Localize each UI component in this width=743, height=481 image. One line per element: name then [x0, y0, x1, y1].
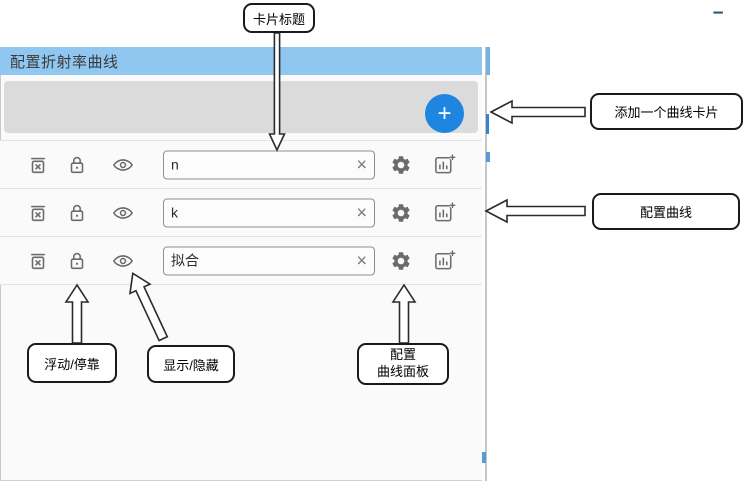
arrow-up-icon	[64, 283, 90, 344]
annotation-card-title-label: 卡片标题	[252, 11, 305, 27]
annotation-show-hide-label: 显示/隐藏	[163, 357, 219, 373]
curve-card-row: ×	[0, 141, 482, 189]
annotation-configure-panel-line2: 曲线面板	[376, 364, 429, 379]
background-window-sliver	[482, 452, 486, 463]
delete-card-icon[interactable]	[27, 249, 51, 273]
annotation-configure-curve: 配置曲线	[592, 193, 740, 230]
curve-card-row: ×	[0, 237, 482, 285]
annotation-float-dock-label: 浮动/停靠	[44, 356, 100, 372]
panel-title-bar[interactable]: 配置折射率曲线	[0, 47, 482, 75]
clear-icon[interactable]: ×	[352, 156, 371, 174]
arrow-down-icon	[268, 33, 286, 152]
delete-card-icon[interactable]	[27, 201, 51, 225]
add-curve-card-button[interactable]: +	[425, 94, 464, 133]
gear-icon[interactable]	[390, 153, 414, 177]
arrow-left-icon	[489, 99, 586, 125]
panel-title: 配置折射率曲线	[10, 53, 119, 71]
lock-icon[interactable]	[66, 201, 90, 225]
minimize-button[interactable]: −	[705, 2, 731, 26]
background-window-sliver	[486, 152, 490, 162]
arrow-up-icon	[391, 283, 417, 344]
clear-icon[interactable]: ×	[352, 204, 371, 222]
curve-card-row: ×	[0, 189, 482, 237]
eye-visibility-icon[interactable]	[110, 153, 138, 177]
curve-title-input[interactable]	[163, 246, 375, 275]
annotation-configure-panel: 配置 曲线面板	[357, 343, 449, 385]
annotation-configure-curve-label: 配置曲线	[639, 205, 692, 220]
eye-visibility-icon[interactable]	[110, 249, 138, 273]
gear-icon[interactable]	[390, 249, 414, 273]
annotation-add-card-label: 添加一个曲线卡片	[614, 105, 719, 120]
lock-icon[interactable]	[66, 249, 90, 273]
add-chart-icon[interactable]	[433, 201, 457, 225]
delete-card-icon[interactable]	[27, 153, 51, 177]
add-chart-icon[interactable]	[433, 249, 457, 273]
curve-title-field: ×	[163, 198, 375, 227]
curve-card-list: ×	[0, 140, 482, 285]
gear-icon[interactable]	[390, 201, 414, 225]
annotation-show-hide: 显示/隐藏	[147, 345, 235, 383]
card-toolbar: +	[4, 81, 478, 133]
curve-title-field: ×	[163, 150, 375, 179]
clear-icon[interactable]: ×	[352, 252, 371, 270]
lock-icon[interactable]	[66, 153, 90, 177]
arrow-left-icon	[484, 198, 586, 224]
annotation-add-card: 添加一个曲线卡片	[590, 93, 743, 130]
annotation-card-title: 卡片标题	[243, 3, 315, 33]
curve-title-input[interactable]	[163, 198, 375, 227]
panel-edge-divider	[485, 47, 487, 481]
curve-title-field: ×	[163, 246, 375, 275]
annotation-float-dock: 浮动/停靠	[27, 343, 117, 383]
background-window-sliver	[486, 114, 489, 134]
arrow-up-left-icon	[129, 272, 169, 342]
background-window-sliver	[486, 47, 490, 75]
curve-title-input[interactable]	[163, 150, 375, 179]
annotation-configure-panel-line1: 配置	[389, 347, 416, 363]
eye-visibility-icon[interactable]	[110, 201, 138, 225]
add-chart-icon[interactable]	[433, 153, 457, 177]
